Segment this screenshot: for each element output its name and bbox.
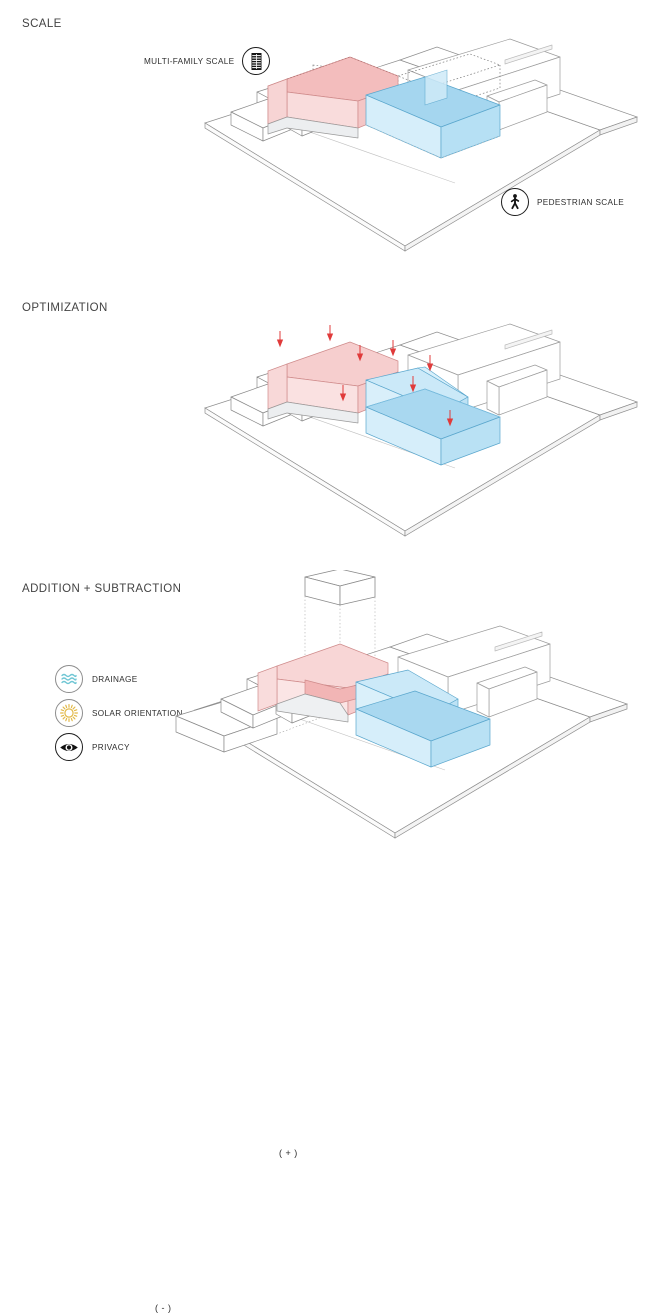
legend-item-solar-orientation: SOLAR ORIENTATION xyxy=(55,699,183,727)
marker-addition: ( + ) xyxy=(279,1148,298,1158)
panel-title-addition-subtraction: ADDITION + SUBTRACTION xyxy=(22,583,182,595)
optimization-legend: DRAINAGE xyxy=(55,665,183,761)
panel-title-optimization: OPTIMIZATION xyxy=(22,302,108,314)
marker-subtraction: ( - ) xyxy=(155,1303,172,1313)
callout-pedestrian-scale: PEDESTRIAN SCALE xyxy=(501,188,624,216)
callout-label-multi-family: MULTI-FAMILY SCALE xyxy=(144,56,235,66)
legend-item-drainage: DRAINAGE xyxy=(55,665,183,693)
legend-label-drainage: DRAINAGE xyxy=(92,674,138,684)
massing-diagram-scale xyxy=(0,0,660,285)
pedestrian-walking-icon xyxy=(501,188,529,216)
panel-optimization: OPTIMIZATION xyxy=(0,285,660,761)
apartment-building-icon xyxy=(242,47,271,75)
callout-multi-family-scale: MULTI-FAMILY SCALE xyxy=(144,47,271,75)
added-volume-guide-lines xyxy=(304,596,376,690)
ground-projection-lines xyxy=(365,124,501,159)
massing-volume-pink xyxy=(267,341,399,424)
massing-volume-blue xyxy=(355,669,491,768)
added-volume xyxy=(304,570,376,606)
callout-label-pedestrian: PEDESTRIAN SCALE xyxy=(537,197,625,207)
legend-label-solar-orientation: SOLAR ORIENTATION xyxy=(92,708,183,718)
massing-volume-blue xyxy=(365,69,501,159)
legend-item-privacy: PRIVACY xyxy=(55,733,183,761)
massing-volume-blue-optimized xyxy=(365,366,501,466)
water-waves-icon xyxy=(55,665,83,693)
panel-addition-subtraction: ADDITION + SUBTRACTION xyxy=(0,570,660,1313)
eye-icon xyxy=(55,733,83,761)
panel-scale: SCALE xyxy=(0,0,660,285)
massing-diagram-optimization xyxy=(0,285,660,570)
panel-title-scale: SCALE xyxy=(22,18,62,30)
optimization-arrows xyxy=(276,325,454,427)
legend-label-privacy: PRIVACY xyxy=(92,742,130,752)
massing-diagram-addition-subtraction xyxy=(0,570,660,855)
sun-icon xyxy=(55,699,83,727)
